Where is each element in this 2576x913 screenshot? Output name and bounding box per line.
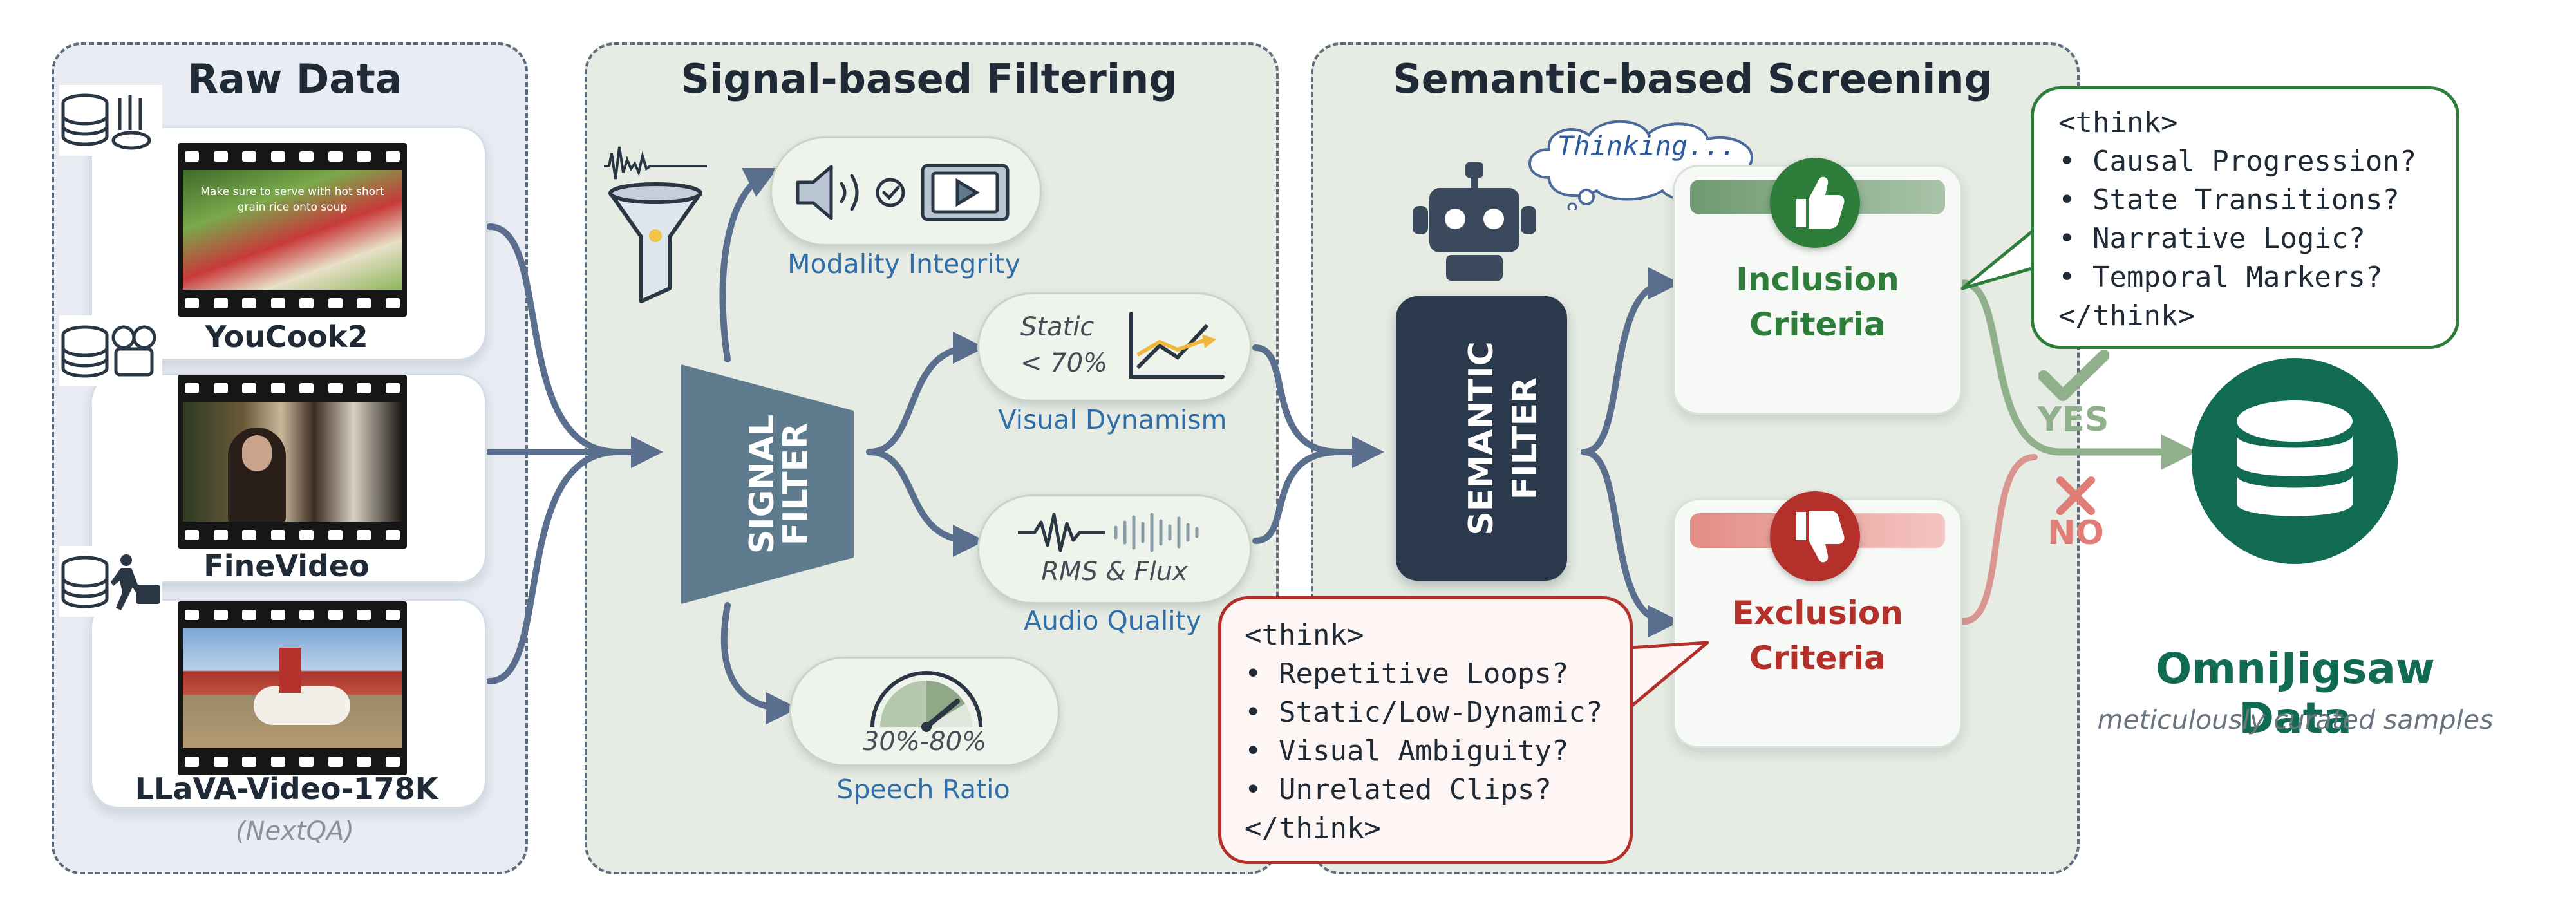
- database-runner-icon: [59, 546, 162, 617]
- source-label-llava: LLaVA-Video-178K: [135, 771, 438, 806]
- visual-dynamism-pill: Static < 70%: [977, 292, 1252, 402]
- inclusion-title-line2: Criteria: [1749, 306, 1886, 343]
- robot-icon: [1413, 162, 1536, 281]
- inclusion-bubble-tail: [1960, 218, 2049, 290]
- signal-filtering-title: Signal-based Filtering: [681, 55, 1178, 102]
- audio-quality-label: Audio Quality: [1023, 605, 1202, 636]
- funnel-icon: [604, 146, 707, 303]
- signal-filter-label-line1: SIGNAL: [743, 414, 782, 554]
- source-sublabel-llava: (NextQA): [236, 816, 354, 846]
- speaker-icon: [796, 165, 833, 220]
- exclusion-think-line: <think>: [1245, 619, 1364, 652]
- semantic-screening-title: Semantic-based Screening: [1393, 55, 1993, 102]
- check-icon: [2038, 350, 2109, 401]
- thinking-text: Thinking...: [1557, 130, 1737, 162]
- trend-chart-icon: [1129, 312, 1225, 379]
- source-label-youcook2: YouCook2: [205, 319, 368, 354]
- exclusion-criteria-card: Exclusion Criteria: [1673, 491, 1962, 748]
- exclusion-think-line: • Repetitive Loops?: [1245, 657, 1569, 690]
- inclusion-think-line: • Narrative Logic?: [2058, 222, 2365, 255]
- database-utensils-icon: [59, 85, 162, 156]
- output-subtitle: meticulously curated samples: [2097, 704, 2494, 735]
- video-thumbnail-finevideo: [178, 375, 407, 549]
- inclusion-think-line: • State Transitions?: [2058, 184, 2400, 216]
- exclusion-title-line2: Criteria: [1749, 639, 1886, 677]
- semantic-filter-label-line2: FILTER: [1506, 377, 1545, 500]
- video-player-icon: [921, 164, 1010, 221]
- yes-label: YES: [2037, 400, 2109, 439]
- audio-quality-pill: RMS & Flux: [977, 494, 1252, 604]
- exclusion-think-line: • Static/Low-Dynamic?: [1245, 696, 1603, 729]
- database-icon: [2237, 400, 2353, 516]
- speech-ratio-label: Speech Ratio: [836, 774, 1010, 805]
- speech-ratio-text: 30%-80%: [862, 727, 987, 757]
- modality-integrity-label: Modality Integrity: [787, 249, 1020, 279]
- semantic-filter-label-line1: SEMANTIC: [1462, 341, 1501, 536]
- inclusion-think-bubble: <think> • Causal Progression? • State Tr…: [2031, 86, 2459, 349]
- raw-data-title: Raw Data: [187, 55, 402, 102]
- cross-icon: [2056, 476, 2095, 515]
- inclusion-think-line: </think>: [2058, 299, 2195, 332]
- exclusion-bubble-tail: [1628, 641, 1709, 710]
- no-label: NO: [2047, 514, 2104, 552]
- visual-dynamism-text-line1: Static: [1020, 312, 1095, 342]
- inclusion-think-line: • Temporal Markers?: [2058, 261, 2383, 294]
- modality-integrity-pill: [770, 136, 1042, 246]
- inclusion-think-line: • Causal Progression?: [2058, 145, 2417, 178]
- signal-filter-block: SIGNAL FILTER: [681, 364, 854, 604]
- inclusion-title-line1: Inclusion: [1736, 261, 1899, 298]
- video-thumbnail-youcook2: Make sure to serve with hot short grain …: [178, 143, 407, 317]
- inclusion-think-line: <think>: [2058, 106, 2178, 139]
- source-label-finevideo: FineVideo: [203, 549, 370, 583]
- thumbs-up-icon: [1796, 176, 1845, 229]
- output-database-badge: [2192, 358, 2398, 564]
- youcook2-caption: Make sure to serve with hot short grain …: [200, 185, 384, 214]
- semantic-filter-block: SEMANTIC FILTER: [1396, 296, 1567, 581]
- audio-quality-text: RMS & Flux: [1041, 557, 1188, 587]
- signal-filter-label-line2: FILTER: [776, 422, 815, 546]
- waveform-icon: [1018, 513, 1199, 552]
- video-thumbnail-llava: [178, 601, 407, 775]
- thumbs-down-icon: [1796, 511, 1845, 563]
- exclusion-think-line: • Unrelated Clips?: [1245, 773, 1552, 806]
- speech-ratio-pill: 30%-80%: [789, 657, 1060, 766]
- exclusion-title-line1: Exclusion: [1732, 594, 1903, 632]
- inclusion-criteria-card: Inclusion Criteria: [1673, 158, 1962, 415]
- visual-dynamism-label: Visual Dynamism: [998, 404, 1227, 435]
- visual-dynamism-text-line2: < 70%: [1020, 348, 1108, 378]
- database-camera-icon: [59, 315, 162, 386]
- exclusion-think-bubble: <think> • Repetitive Loops? • Static/Low…: [1218, 596, 1633, 864]
- gauge-icon: [870, 671, 982, 732]
- exclusion-think-line: </think>: [1245, 812, 1381, 845]
- output-title: OmniJigsaw Data: [2156, 644, 2435, 743]
- exclusion-think-line: • Visual Ambiguity?: [1245, 735, 1569, 767]
